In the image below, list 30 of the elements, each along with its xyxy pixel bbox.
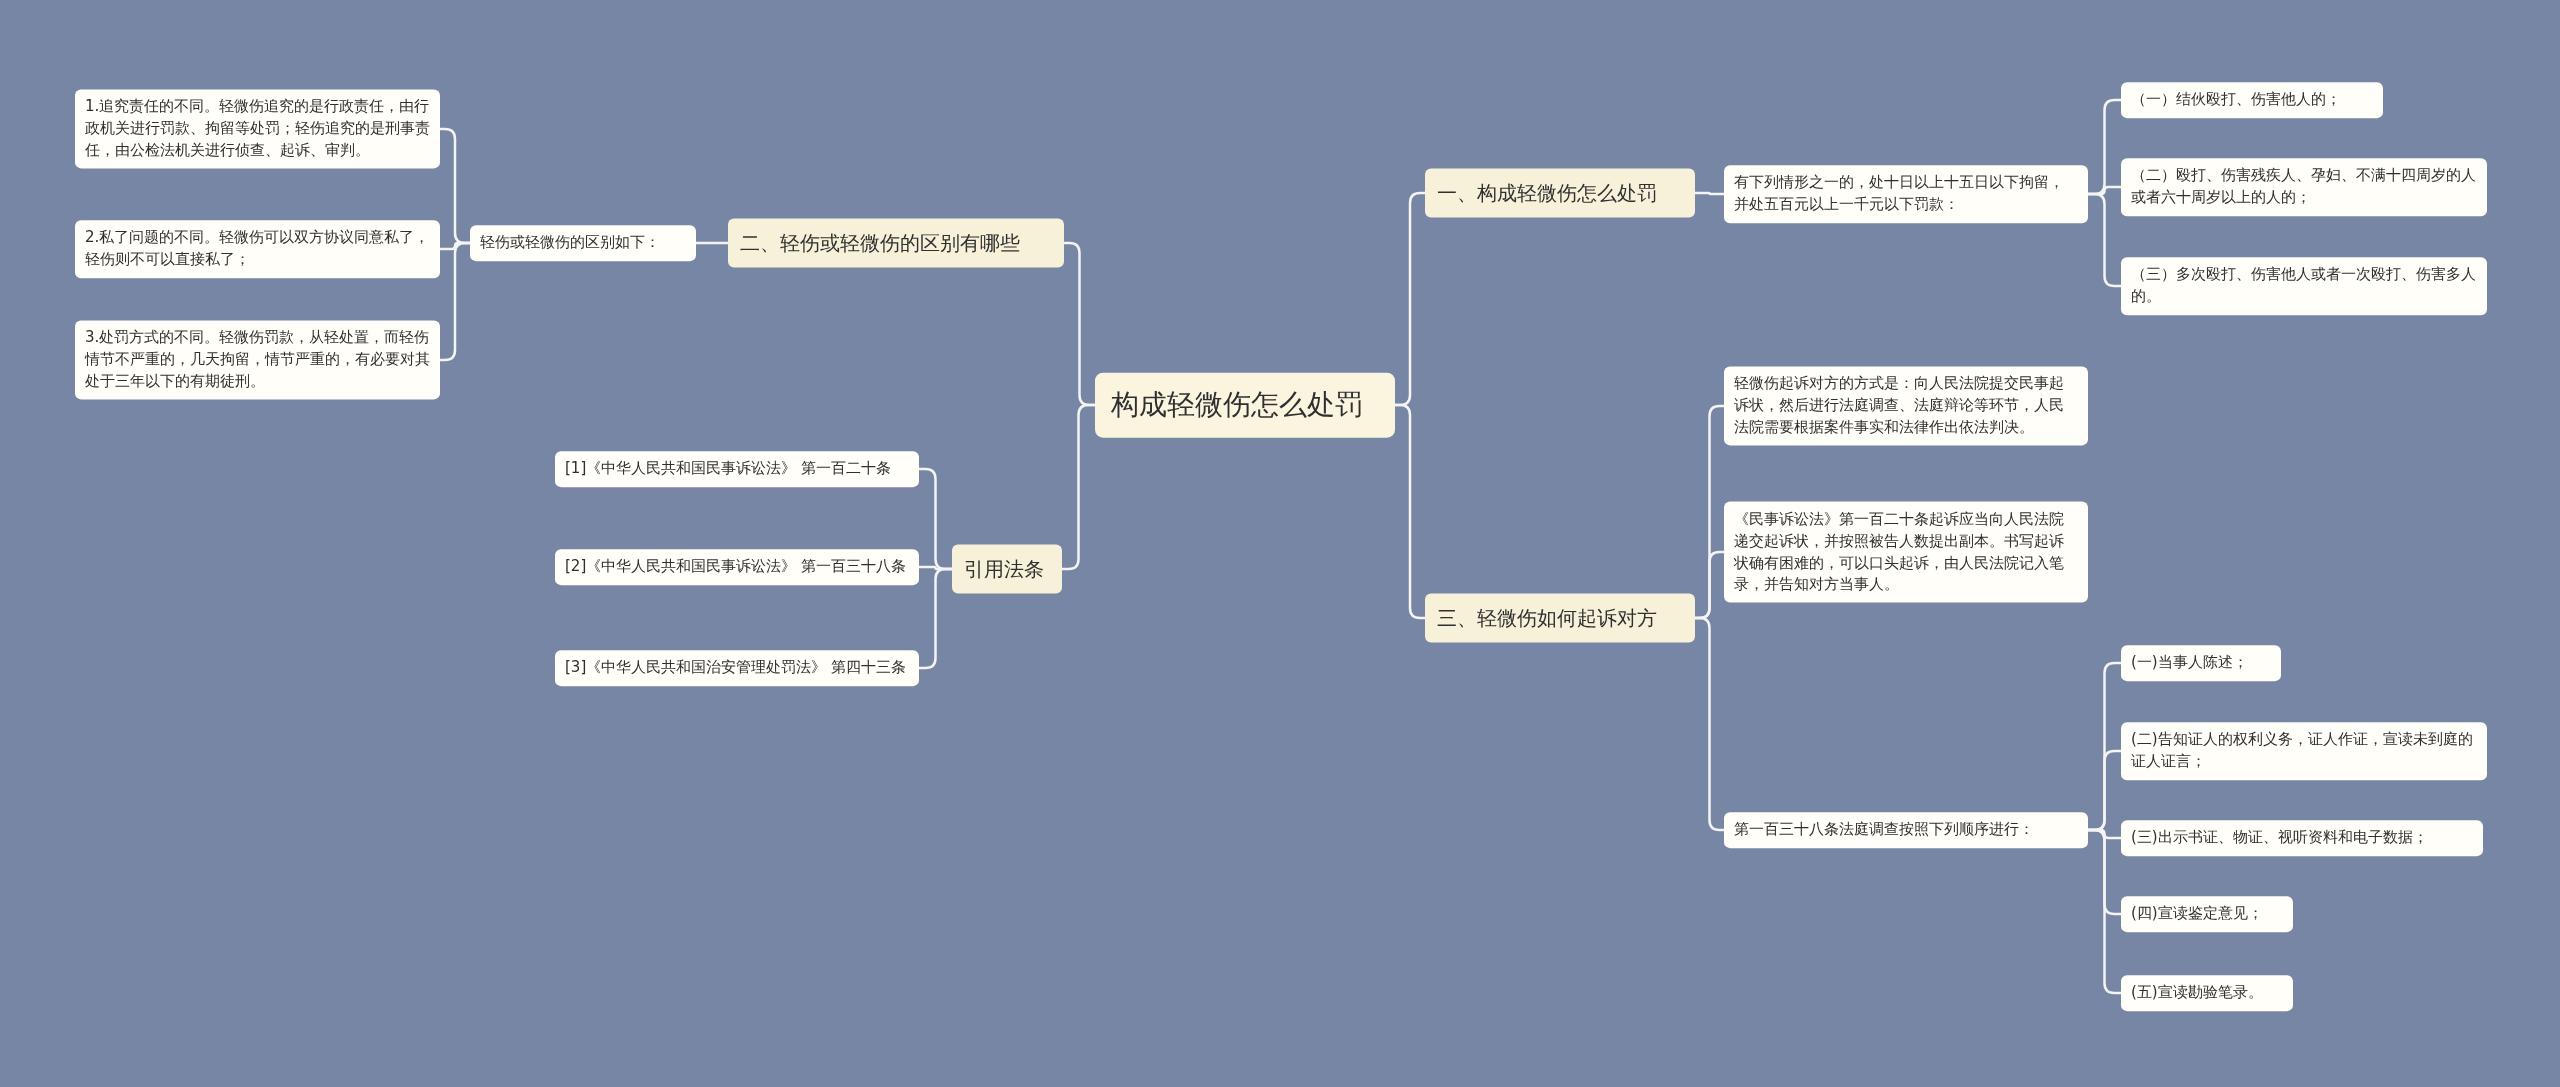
- topic-box: (三)出示书证、物证、视听资料和电子数据；: [2121, 820, 2483, 856]
- connector-line: [1062, 403, 1095, 571]
- topic-box: (四)宣读鉴定意见；: [2121, 896, 2293, 932]
- topic-box: (五)宣读勘验笔录。: [2121, 975, 2293, 1011]
- topic-box: （三）多次殴打、伤害他人或者一次殴打、伤害多人的。: [2121, 257, 2487, 315]
- branch-topic-box: 一、构成轻微伤怎么处罚: [1425, 168, 1695, 218]
- topic-box: 轻伤或轻微伤的区别如下：: [470, 225, 696, 261]
- topic-box: （一）结伙殴打、伤害他人的；: [2121, 82, 2383, 118]
- connector-line: [1695, 191, 1724, 196]
- topic-box: 有下列情形之一的，处十日以上十五日以下拘留，并处五百元以上一千元以下罚款：: [1724, 165, 2088, 223]
- branch-topic-box: 引用法条: [952, 544, 1062, 594]
- topic-box: [2]《中华人民共和国民事诉讼法》 第一百三十八条: [555, 549, 919, 585]
- branch-topic-box: 三、轻微伤如何起诉对方: [1425, 593, 1695, 643]
- central-topic-box: 构成轻微伤怎么处罚: [1095, 372, 1395, 438]
- topic-box: 第一百三十八条法庭调查按照下列顺序进行：: [1724, 812, 2088, 848]
- connector-line: [2088, 828, 2121, 995]
- topic-box: 2.私了问题的不同。轻微伤可以双方协议同意私了，轻伤则不可以直接私了；: [75, 220, 440, 278]
- connector-line: [919, 567, 952, 670]
- topic-box: 1.追究责任的不同。轻微伤追究的是行政责任，由行政机关进行罚款、拘留等处罚；轻伤追究的是刑事责任，由公检法机关进行侦查、起诉、审判。: [75, 89, 440, 169]
- topic-box: [1]《中华人民共和国民事诉讼法》 第一百二十条: [555, 451, 919, 487]
- connector-line: [696, 241, 728, 245]
- topic-box: 3.处罚方式的不同。轻微伤罚款，从轻处置，而轻伤情节不严重的，几天拘留，情节严重的，有必要对其处于三年以下的有期徒刑。: [75, 320, 440, 400]
- topic-box: 《民事诉讼法》第一百二十条起诉应当向人民法院递交起诉状，并按照被告人数提出副本。书写起诉状确有困难的，可以口头起诉，由人民法院记入笔录，并告知对方当事人。: [1724, 501, 2088, 603]
- connector-line: [2088, 192, 2121, 288]
- topic-box: （二）殴打、伤害残疾人、孕妇、不满十四周岁的人或者六十周岁以上的人的；: [2121, 158, 2487, 216]
- topic-box: [3]《中华人民共和国治安管理处罚法》 第四十三条: [555, 650, 919, 686]
- topic-box: (二)告知证人的权利义务，证人作证，宣读未到庭的证人证言；: [2121, 722, 2487, 780]
- topic-box: 轻微伤起诉对方的方式是：向人民法院提交民事起诉状，然后进行法庭调查、法庭辩论等环节，人民法院需要根据案件事实和法律作出依法判决。: [1724, 366, 2088, 446]
- topic-box: (一)当事人陈述；: [2121, 645, 2281, 681]
- branch-topic-box: 二、轻伤或轻微伤的区别有哪些: [728, 218, 1064, 268]
